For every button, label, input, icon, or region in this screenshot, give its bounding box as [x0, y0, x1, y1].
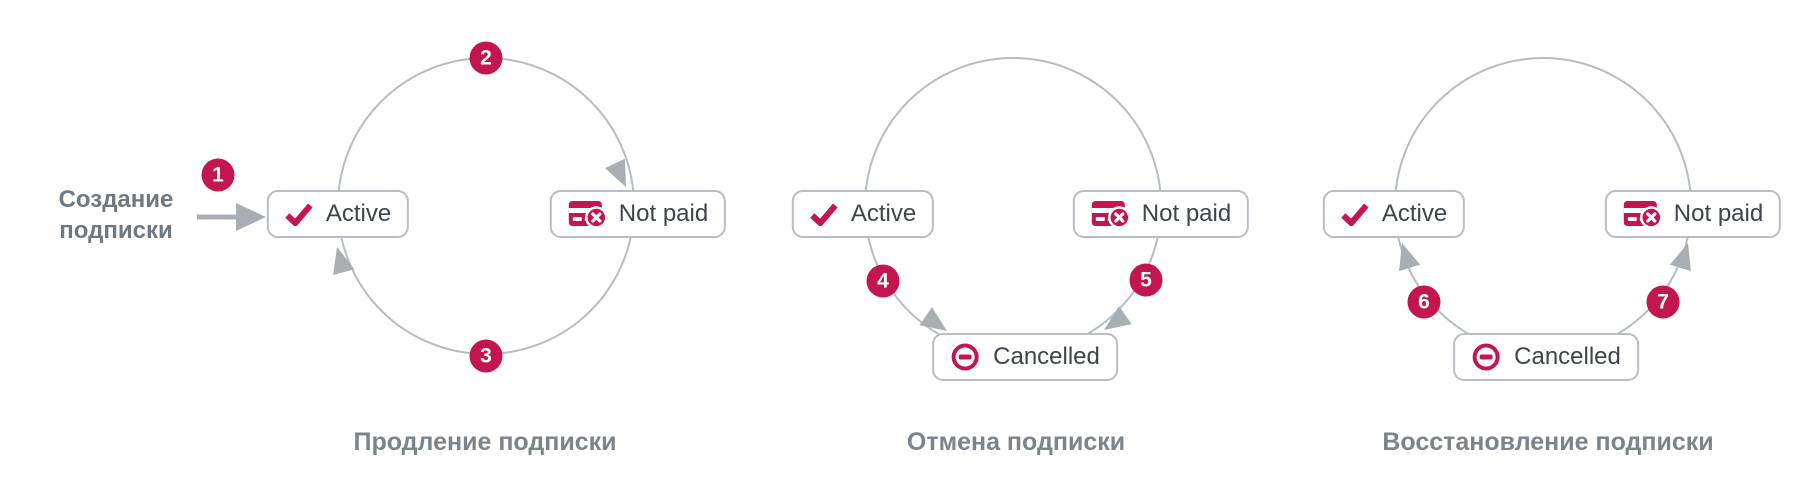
state-label: Active [850, 200, 917, 227]
step-badge: 6 [1407, 285, 1441, 319]
state-pill-not-paid: Not paid [549, 190, 727, 238]
step-badge: 7 [1646, 285, 1680, 319]
state-pill-cancelled: Cancelled [1453, 333, 1639, 381]
arrowhead-icon [1399, 243, 1421, 272]
creation-arrow [197, 203, 266, 231]
state-label: Active [325, 200, 392, 227]
state-label: Active [1381, 200, 1448, 227]
check-icon [810, 203, 838, 226]
state-pill-active: Active [266, 190, 410, 238]
card-declined-icon [1091, 199, 1129, 229]
panel-caption: Восстановление подписки [1382, 428, 1714, 456]
panel-caption: Продление подписки [353, 428, 617, 456]
card-declined-icon [568, 199, 606, 229]
check-icon [285, 203, 313, 226]
state-pill-cancelled: Cancelled [932, 333, 1118, 381]
state-pill-not-paid: Not paid [1072, 190, 1250, 238]
state-pill-active: Active [791, 190, 935, 238]
state-label: Not paid [1673, 200, 1764, 227]
step-badge: 3 [469, 339, 503, 373]
state-label: Cancelled [993, 343, 1100, 370]
arrowhead-icon [1104, 306, 1132, 330]
check-icon [1341, 203, 1369, 226]
card-declined-icon [1623, 199, 1661, 229]
arrowhead-icon [1669, 243, 1691, 272]
state-pill-not-paid: Not paid [1604, 190, 1782, 238]
circle-minus-icon [950, 342, 980, 372]
state-pill-active: Active [1322, 190, 1466, 238]
arrowhead-icon [236, 203, 266, 231]
creation-label: Создание подписки [58, 186, 174, 244]
arrowhead-icon [333, 247, 355, 275]
step-badge: 4 [866, 264, 900, 298]
state-label: Not paid [1141, 200, 1232, 227]
step-badge: 2 [469, 41, 503, 75]
step-badge: 1 [201, 158, 235, 192]
arrowhead-icon [605, 158, 626, 187]
step-badge: 5 [1129, 263, 1163, 297]
panel-caption: Отмена подписки [906, 428, 1126, 456]
circle-minus-icon [1471, 342, 1501, 372]
state-label: Cancelled [1514, 343, 1621, 370]
state-label: Not paid [618, 200, 709, 227]
arrowhead-icon [919, 307, 947, 331]
